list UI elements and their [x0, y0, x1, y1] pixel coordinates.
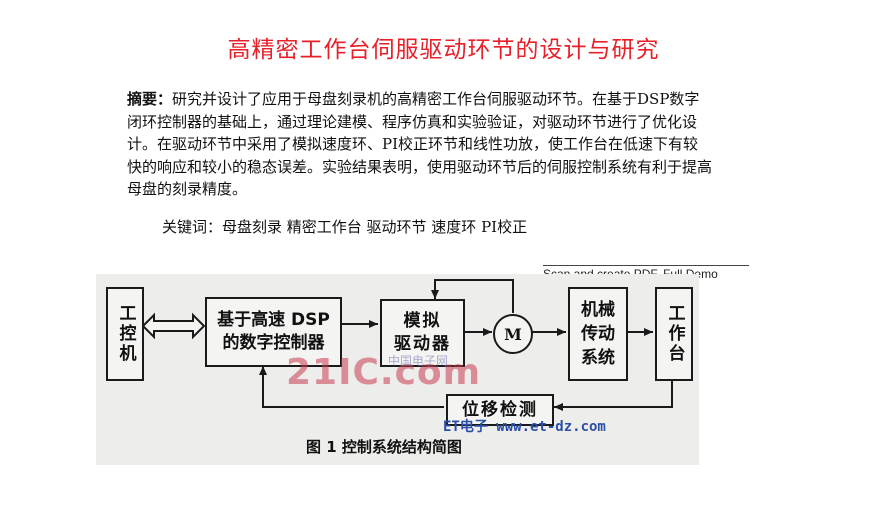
keywords: 关键词：母盘刻录 精密工作台 驱动环节 速度环 PI校正 [162, 218, 528, 236]
figure-caption: 图 1 控制系统结构简图 [306, 438, 462, 456]
watermark-et-dz: ET电子 www.et-dz.com [443, 419, 606, 435]
paper-title: 高精密工作台伺服驱动环节的设计与研究 [227, 37, 660, 63]
dsp-controller-block: 基于高速 DSP 的数字控制器 [205, 297, 342, 367]
motor-symbol: M [493, 314, 533, 354]
figure-block-diagram: 工控机 基于高速 DSP 的数字控制器 模拟 驱动器 M 机械 传动 系统 工作… [96, 274, 699, 465]
worktable-block: 工作台 [655, 287, 693, 381]
transmission-block: 机械 传动 系统 [568, 287, 628, 381]
abstract: 摘要：研究并设计了应用于母盘刻录机的高精密工作台伺服驱动环节。在基于DSP数字闭… [127, 88, 712, 201]
displacement-sensor-block: 位移检测 [446, 394, 554, 426]
bidirectional-arrow [141, 312, 206, 340]
diagram-connectors [141, 279, 673, 411]
abstract-text: 研究并设计了应用于母盘刻录机的高精密工作台伺服驱动环节。在基于DSP数字闭环控制… [127, 90, 713, 198]
ipc-block: 工控机 [106, 287, 144, 381]
watermark-21ic-sub: 中国电子网 [388, 354, 449, 368]
watermark-21ic: 21IC.com [286, 352, 482, 393]
abstract-label: 摘要： [127, 90, 173, 108]
analog-driver-block: 模拟 驱动器 [380, 299, 465, 367]
